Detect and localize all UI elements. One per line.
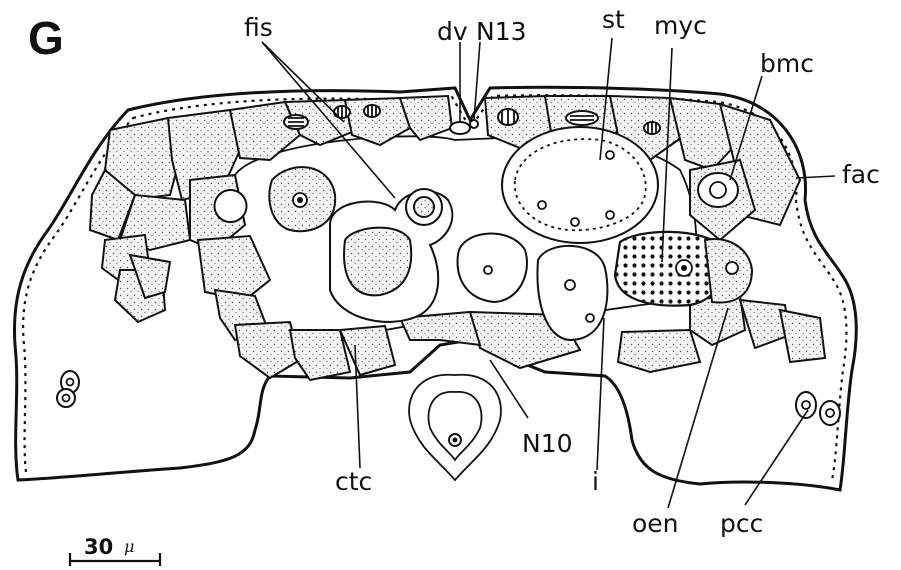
label-fac: fac xyxy=(842,160,880,189)
bmc-cell xyxy=(698,173,738,207)
label-myc: myc xyxy=(654,11,707,40)
label-ctc: ctc xyxy=(335,467,372,496)
label-fis: fis xyxy=(244,13,273,42)
label-st: st xyxy=(602,5,625,34)
left-cell xyxy=(269,167,335,231)
scale-bar: 30 μ xyxy=(70,535,160,566)
scale-bar-unit: μ xyxy=(124,537,134,556)
panel-letter: G xyxy=(28,12,64,64)
label-n13: N13 xyxy=(476,17,527,46)
label-dv: dv xyxy=(437,17,468,46)
label-oen: oen xyxy=(632,509,679,538)
label-bmc: bmc xyxy=(760,49,814,78)
ventral-nerve-cord xyxy=(409,375,501,480)
myc-cell xyxy=(615,232,752,306)
st-structure xyxy=(502,127,658,243)
label-n10: N10 xyxy=(522,429,573,458)
scale-bar-value: 30 xyxy=(84,535,113,559)
label-i: i xyxy=(592,467,599,496)
label-pcc: pcc xyxy=(720,509,763,538)
